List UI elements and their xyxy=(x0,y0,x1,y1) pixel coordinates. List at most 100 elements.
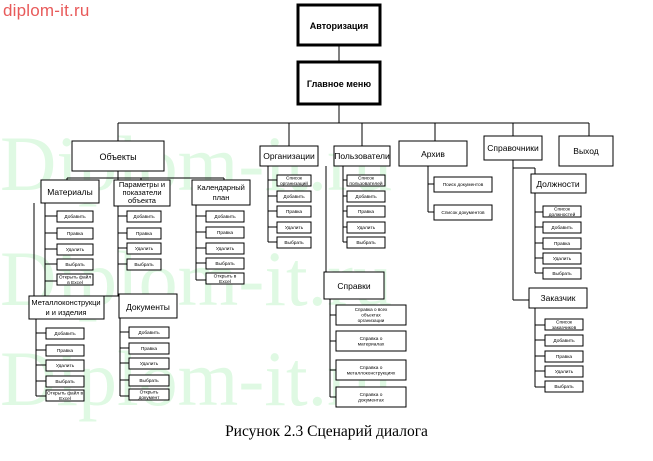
customer-item-label: Выбрать xyxy=(554,384,574,390)
main-menu-node: Главное меню xyxy=(296,60,382,106)
customer-item-label: Добавить xyxy=(553,338,575,344)
positions-item: Выбрать xyxy=(542,267,582,280)
customer-label: Заказчик xyxy=(541,293,576,303)
documents-item-label: Правка xyxy=(141,346,158,352)
metal-item: Удалить xyxy=(45,359,85,372)
organizations-item: Удалить xyxy=(276,221,312,234)
documents-item-label: Добавить xyxy=(138,330,160,336)
organizations-item-label: Список xyxy=(286,175,303,181)
customer-item: Удалить xyxy=(544,365,584,378)
users-item-label: Правка xyxy=(358,209,375,215)
documents-item-label: документ xyxy=(139,396,161,401)
organizations-item-label: организаций xyxy=(280,180,308,187)
organizations-item: Добавить xyxy=(276,190,312,203)
params-item-label: Добавить xyxy=(133,214,155,220)
documents-node: Документы xyxy=(118,293,178,319)
params-item-label: Удалить xyxy=(135,246,154,252)
metal-item: Выбрать xyxy=(45,375,85,388)
positions-item-label: Выбрать xyxy=(552,271,572,277)
reports-item-label: материалах xyxy=(358,343,385,348)
calendar-item: Добавить xyxy=(205,210,245,223)
organizations-node: Организации xyxy=(259,145,319,167)
users-node: Пользователи xyxy=(333,145,391,167)
documents-item-label: Удалить xyxy=(140,361,159,367)
archive-item-label: Поиск документов xyxy=(443,182,484,188)
customer-item-label: Список xyxy=(556,319,573,325)
calendar-item-label: Открыть в xyxy=(214,273,237,279)
calendar-item-label: Добавить xyxy=(214,214,236,220)
auth-node: Авторизация xyxy=(296,3,382,47)
customer-item: Выбрать xyxy=(544,380,584,393)
documents-item: Удалить xyxy=(128,357,170,370)
positions-node: Должности xyxy=(530,173,587,194)
objects-node: Объекты xyxy=(71,140,165,172)
params-label-3: объекта xyxy=(128,196,157,205)
documents-item: Добавить xyxy=(128,326,170,339)
references-node: Справочники xyxy=(483,135,543,161)
positions-item-label: Удалить xyxy=(553,256,572,262)
organizations-label: Организации xyxy=(263,151,315,161)
materials-item-label: в Excel xyxy=(67,280,83,286)
archive-item: Список документов xyxy=(433,204,493,221)
calendar-item: Выбрать xyxy=(205,257,245,270)
documents-label: Документы xyxy=(126,302,170,312)
users-item-label: Выбрать xyxy=(356,240,376,246)
params-item: Добавить xyxy=(126,210,162,223)
documents-item-label: Открыть xyxy=(140,389,159,395)
users-label: Пользователи xyxy=(334,151,390,161)
params-item: Правка xyxy=(126,227,162,240)
positions-item: Добавить xyxy=(542,221,582,234)
users-item-label: Список xyxy=(358,175,375,181)
calendar-item: Правка xyxy=(205,226,245,239)
materials-item-label: Удалить xyxy=(66,247,85,253)
metal-item-label: Выбрать xyxy=(55,379,75,385)
organizations-item-label: Удалить xyxy=(285,225,304,231)
reports-item-label: Справка о всех xyxy=(355,307,388,312)
materials-item-label: Правка xyxy=(67,231,84,237)
params-item: Выбрать xyxy=(126,258,162,271)
organizations-item-label: Правка xyxy=(286,209,303,215)
organizations-item: Выбрать xyxy=(276,236,312,249)
calendar-item-label: Excel xyxy=(219,279,231,285)
documents-item-label: Выбрать xyxy=(139,378,159,384)
customer-item-label: Удалить xyxy=(555,369,574,375)
reports-label: Справки xyxy=(337,281,370,291)
reports-item-label: Справка о xyxy=(360,365,383,371)
positions-item-label: Правка xyxy=(554,241,571,247)
calendar-item-label: Правка xyxy=(217,230,234,236)
materials-item: Выбрать xyxy=(56,258,94,271)
customer-item-label: заказчиков xyxy=(552,326,577,331)
params-node: Параметры и показатели объекта xyxy=(113,179,171,207)
calendar-node: Календарный план xyxy=(191,179,251,206)
users-item: Выбрать xyxy=(346,236,386,249)
params-label-2: показатели xyxy=(122,188,161,197)
metal-item: Правка xyxy=(45,344,85,357)
reports-item-label: документах xyxy=(358,399,384,404)
positions-item: Удалить xyxy=(542,252,582,265)
materials-node: Материалы xyxy=(40,179,100,204)
positions-item: Правка xyxy=(542,237,582,250)
materials-item: Удалить xyxy=(56,243,94,256)
calendar-item-label: Удалить xyxy=(216,246,235,252)
metal-node: Металлоконструкци и и изделия xyxy=(28,295,105,320)
references-label: Справочники xyxy=(487,143,539,153)
materials-item-label: Выбрать xyxy=(65,262,85,268)
metal-item-label: Добавить xyxy=(54,331,76,337)
users-item: Добавить xyxy=(346,190,386,203)
materials-item: Правка xyxy=(56,227,94,240)
users-item-label: Удалить xyxy=(357,225,376,231)
auth-label: Авторизация xyxy=(310,21,368,31)
materials-item-label: Добавить xyxy=(64,214,86,220)
metal-item-label: Удалить xyxy=(56,363,75,369)
calendar-item-label: Выбрать xyxy=(215,261,235,267)
reports-item-label: объектах xyxy=(361,313,381,318)
metal-item-label: Открыть файл в xyxy=(47,389,84,396)
